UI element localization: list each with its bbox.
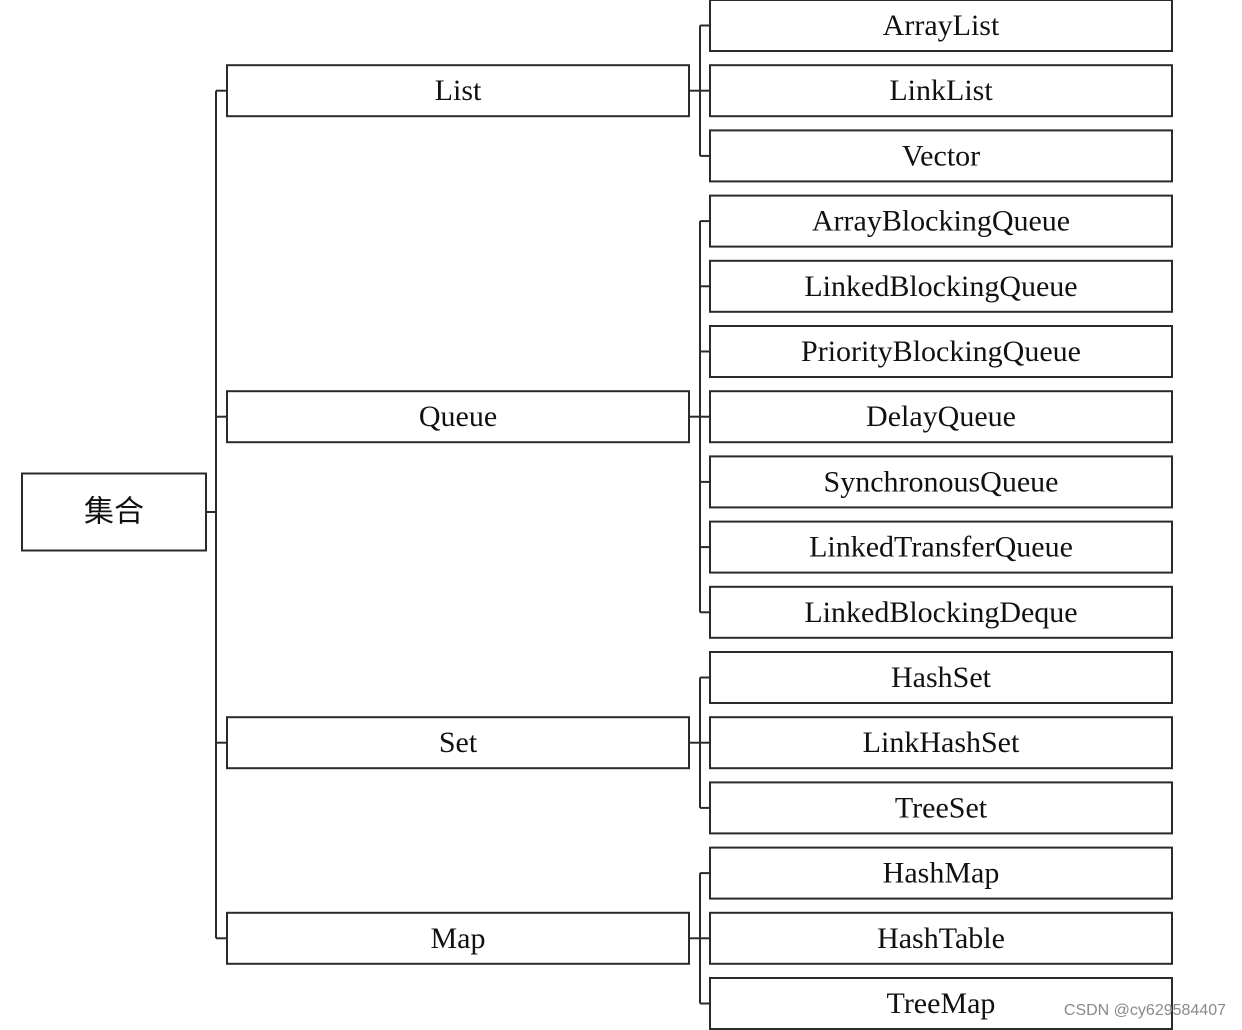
- category-list-label: List: [435, 74, 482, 107]
- leaf-arrayblockingqueue: ArrayBlockingQueue: [709, 194, 1173, 248]
- leaf-synchronousqueue-label: SynchronousQueue: [824, 465, 1059, 498]
- leaf-synchronousqueue-box: [709, 455, 1173, 509]
- category-map-box: [226, 911, 690, 965]
- root-node-box: [21, 472, 207, 552]
- leaf-linkedtransferqueue: LinkedTransferQueue: [709, 520, 1173, 574]
- leaf-linkedblockingdeque-box: [709, 585, 1173, 639]
- leaf-treeset-box: [709, 781, 1173, 835]
- leaf-hashset: HashSet: [709, 651, 1173, 704]
- watermark-text: CSDN @cy629584407: [1063, 1002, 1226, 1019]
- leaf-treemap: TreeMap: [709, 977, 1173, 1030]
- leaf-linklist-box: [709, 64, 1173, 118]
- leaf-linkedblockingdeque: LinkedBlockingDeque: [709, 585, 1173, 639]
- category-set-box: [226, 716, 690, 770]
- leaf-linkedblockingqueue: LinkedBlockingQueue: [709, 259, 1173, 313]
- leaf-arraylist-box: [709, 0, 1173, 52]
- leaf-arraylist: ArrayList: [709, 0, 1173, 52]
- leaf-hashset-box: [709, 651, 1173, 704]
- category-queue-box: [226, 390, 690, 444]
- category-queue: Queue: [226, 390, 690, 444]
- leaf-treemap-label: TreeMap: [887, 987, 996, 1020]
- leaf-linkedtransferqueue-box: [709, 520, 1173, 574]
- leaf-linkedblockingdeque-label: LinkedBlockingDeque: [804, 596, 1077, 629]
- leaf-priorityblockingqueue: PriorityBlockingQueue: [709, 325, 1173, 378]
- leaf-treeset-label: TreeSet: [895, 791, 988, 824]
- leaf-vector-label: Vector: [902, 139, 980, 172]
- leaf-arrayblockingqueue-box: [709, 194, 1173, 248]
- leaf-hashmap-label: HashMap: [883, 857, 1000, 890]
- leaf-delayqueue-label: DelayQueue: [866, 400, 1016, 433]
- leaf-vector-box: [709, 129, 1173, 183]
- leaf-synchronousqueue: SynchronousQueue: [709, 455, 1173, 509]
- leaf-vector: Vector: [709, 129, 1173, 183]
- leaf-hashtable: HashTable: [709, 911, 1173, 965]
- category-set-label: Set: [439, 726, 478, 759]
- category-map: Map: [226, 911, 690, 965]
- leaf-linkhashset-box: [709, 716, 1173, 770]
- category-map-label: Map: [431, 922, 486, 955]
- leaf-linklist-label: LinkList: [889, 74, 993, 107]
- leaf-linklist: LinkList: [709, 64, 1173, 118]
- leaf-treeset: TreeSet: [709, 781, 1173, 835]
- leaf-linkhashset: LinkHashSet: [709, 716, 1173, 770]
- leaf-linkhashset-label: LinkHashSet: [863, 726, 1020, 759]
- root-node-label: 集合: [84, 495, 144, 530]
- leaf-arraylist-label: ArrayList: [883, 9, 1000, 42]
- leaf-priorityblockingqueue-box: [709, 325, 1173, 378]
- leaf-linkedtransferqueue-label: LinkedTransferQueue: [809, 531, 1073, 564]
- leaf-linkedblockingqueue-box: [709, 259, 1173, 313]
- leaf-priorityblockingqueue-label: PriorityBlockingQueue: [801, 335, 1081, 368]
- category-queue-label: Queue: [419, 400, 497, 433]
- leaf-hashmap: HashMap: [709, 846, 1173, 900]
- leaf-treemap-box: [709, 977, 1173, 1030]
- category-list-box: [226, 64, 690, 118]
- leaf-hashset-label: HashSet: [891, 661, 992, 694]
- connector-lines: [206, 24, 710, 1005]
- leaf-arrayblockingqueue-label: ArrayBlockingQueue: [812, 205, 1070, 238]
- leaf-hashmap-box: [709, 846, 1173, 900]
- leaf-delayqueue: DelayQueue: [709, 390, 1173, 444]
- category-set: Set: [226, 716, 690, 770]
- root-node: 集合: [21, 472, 207, 552]
- category-list: List: [226, 64, 690, 118]
- leaf-delayqueue-box: [709, 390, 1173, 444]
- leaf-hashtable-box: [709, 911, 1173, 965]
- leaf-hashtable-label: HashTable: [877, 922, 1005, 955]
- leaf-linkedblockingqueue-label: LinkedBlockingQueue: [804, 270, 1077, 303]
